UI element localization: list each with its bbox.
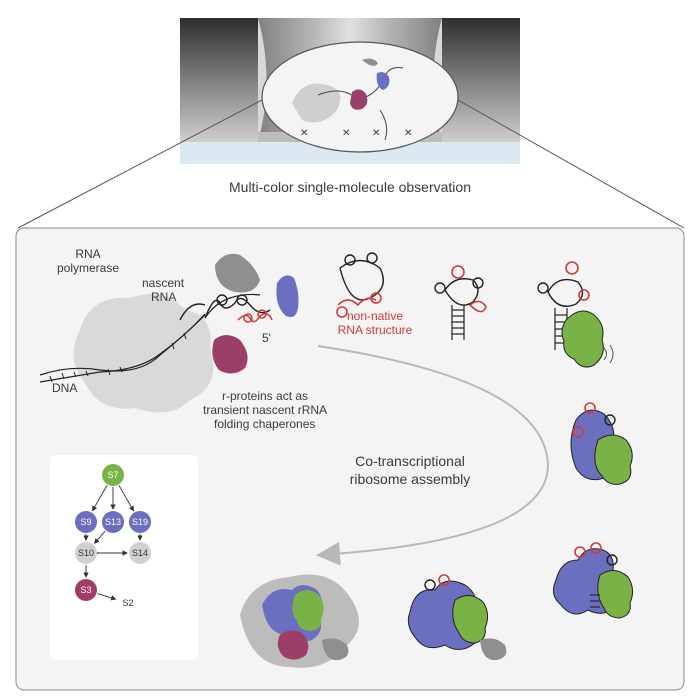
intermediate-larger-assembly xyxy=(552,542,634,619)
label-five-prime: 5' xyxy=(262,331,271,345)
nascent-rna xyxy=(179,294,271,321)
network-node-S14 xyxy=(129,542,151,564)
svg-text:✕: ✕ xyxy=(372,128,380,139)
network-node-label-S19: S19 xyxy=(132,517,148,527)
network-edge-S3-S2 xyxy=(97,593,117,601)
assembly-arrow xyxy=(316,345,550,566)
caption: Multi-color single-molecule observation xyxy=(229,179,471,195)
network-node-S3 xyxy=(75,579,97,601)
non-native-rna-structure xyxy=(336,252,384,318)
label-chaperone-3: folding chaperones xyxy=(214,417,315,431)
svg-text:✕: ✕ xyxy=(404,128,412,139)
network-node-label-S13: S13 xyxy=(105,517,121,527)
label-assembly-1: Co-transcriptional xyxy=(355,453,465,469)
zoom-line-left xyxy=(17,99,263,229)
svg-text:✕: ✕ xyxy=(300,128,308,139)
svg-text:✕: ✕ xyxy=(342,128,350,139)
network-node-label-S10: S10 xyxy=(78,548,94,558)
rna-with-green-protein xyxy=(537,261,614,368)
network-node-S19 xyxy=(129,511,151,533)
label-chaperone-1: r-proteins act as xyxy=(222,389,308,403)
label-nascent-1: nascent xyxy=(142,276,185,290)
mature-ribosome xyxy=(240,574,359,668)
network-edge-S7-S19 xyxy=(118,485,134,512)
intermediate-with-gray xyxy=(407,574,507,661)
network-node-label-S14: S14 xyxy=(132,548,148,558)
protein-gray-1 xyxy=(215,253,260,293)
rna-polymerase-complex xyxy=(39,293,261,413)
intermediate-blue-green xyxy=(570,402,633,485)
network-edge-S7-S9 xyxy=(92,485,108,512)
network-node-S9 xyxy=(75,511,97,533)
network-edge-S13-S10 xyxy=(93,530,106,544)
network-node-label-S3: S3 xyxy=(80,585,91,595)
label-rna-polymerase-2: polymerase xyxy=(57,261,119,275)
network-node-S13 xyxy=(102,511,124,533)
protein-maroon-1 xyxy=(212,335,248,374)
label-nascent-2: RNA xyxy=(151,290,176,304)
label-dna: DNA xyxy=(52,381,77,395)
network-node-label-S2: S2 xyxy=(122,598,133,608)
non-native-hairpin-small xyxy=(237,309,273,323)
network-node-S7 xyxy=(102,464,124,486)
label-chaperone-2: transient nascent rRNA xyxy=(203,403,327,417)
label-non-native-1: non-native xyxy=(347,309,403,323)
observation-chamber: ✕ ✕ ✕ ✕ xyxy=(180,18,520,164)
assembly-map-inset xyxy=(50,455,198,660)
zoom-line-right xyxy=(457,99,685,229)
rna-folding-intermediate xyxy=(434,265,487,340)
label-non-native-2: RNA structure xyxy=(338,323,413,337)
label-rna-polymerase-1: RNA xyxy=(75,247,100,261)
network-node-label-S7: S7 xyxy=(107,470,118,480)
label-assembly-2: ribosome assembly xyxy=(350,471,471,487)
network-node-S10 xyxy=(75,542,97,564)
network-node-label-S9: S9 xyxy=(80,517,91,527)
protein-blue-1 xyxy=(276,275,299,317)
